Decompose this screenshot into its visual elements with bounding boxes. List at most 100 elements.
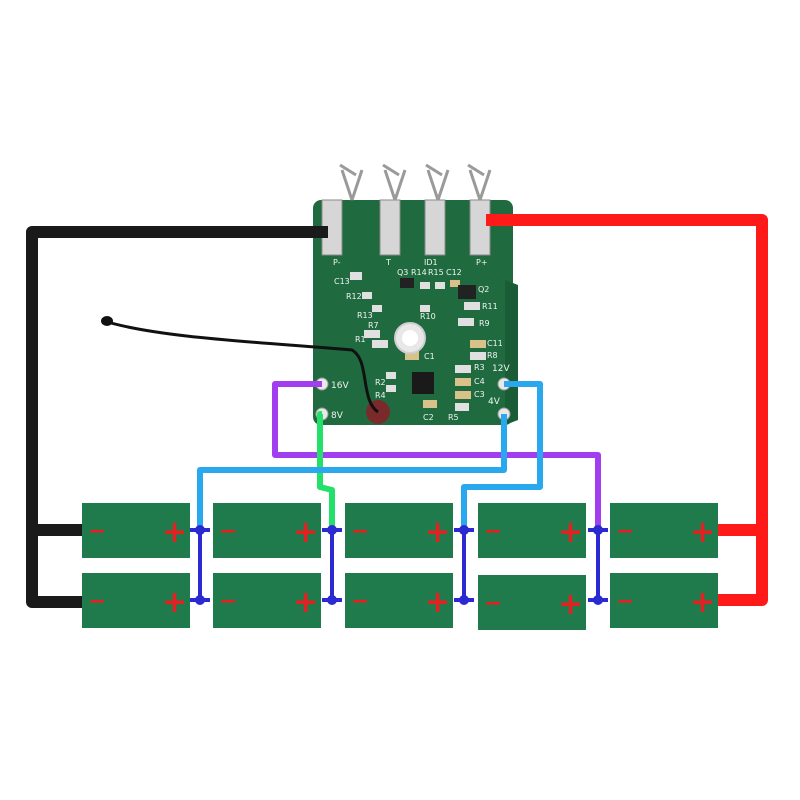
label-r15: R15 (428, 268, 444, 277)
cell-positive-sign: + (558, 515, 583, 550)
cell-negative-sign: − (351, 589, 369, 614)
battery-cell: −+ (345, 573, 453, 628)
cell-body (345, 573, 453, 628)
series-link-node (327, 525, 337, 535)
component-c3 (455, 391, 471, 399)
negative-wire (26, 226, 328, 608)
label-r13: R13 (357, 311, 373, 320)
label-q3: Q3 (397, 268, 408, 277)
label-r11: R11 (482, 302, 498, 311)
battery-cell: −+ (345, 503, 453, 558)
battery-cell: −+ (213, 573, 321, 628)
series-link-node (593, 525, 603, 535)
label-r2: R2 (375, 378, 386, 387)
cell-body (610, 573, 718, 628)
component-q2 (458, 285, 476, 299)
cell-negative-sign: − (484, 519, 502, 544)
component-r7 (364, 330, 380, 338)
cell-positive-sign: + (425, 585, 450, 620)
battery-cell: −+ (82, 503, 190, 558)
component-r11 (464, 302, 480, 310)
cell-positive-sign: + (162, 515, 187, 550)
pad-label-12v: 12V (492, 364, 510, 374)
cell-negative-sign: − (219, 589, 237, 614)
tap-wire-4v (197, 414, 507, 528)
battery-cell: −+ (478, 575, 586, 630)
cell-positive-sign: + (690, 585, 715, 620)
tap-wire-16v (272, 381, 601, 528)
label-c4: C4 (474, 377, 485, 386)
component-q3 (400, 278, 414, 288)
cell-positive-sign: + (425, 515, 450, 550)
component-ic (412, 372, 434, 394)
component-r1 (372, 340, 388, 348)
component-r4 (386, 385, 396, 392)
cell-negative-sign: − (484, 591, 502, 616)
spring-contact-2 (382, 163, 407, 201)
label-r8: R8 (487, 351, 498, 360)
component-r8 (470, 352, 486, 360)
bms-board: P- T ID1 P+ (313, 163, 518, 425)
label-p-plus: P+ (476, 258, 488, 267)
tap-wire-12v (461, 381, 543, 528)
cell-negative-sign: − (219, 519, 237, 544)
cell-negative-sign: − (351, 519, 369, 544)
component-c4 (455, 378, 471, 386)
cell-negative-sign: − (616, 519, 634, 544)
component-c11 (470, 340, 486, 348)
component-r5 (455, 403, 469, 411)
component-labels: Q3 R14 R15 C12 C13 R12 Q2 R11 R13 R10 R9… (334, 268, 503, 422)
series-link-node (593, 595, 603, 605)
cell-body (610, 503, 718, 558)
cell-body (82, 503, 190, 558)
thermistor-wire (103, 319, 379, 414)
cell-positive-sign: + (293, 515, 318, 550)
pad-label-4v: 4V (488, 397, 501, 407)
label-c1: C1 (424, 352, 435, 361)
connector-tab-p-plus (469, 199, 491, 256)
cell-positive-sign: + (558, 587, 583, 622)
battery-cell: −+ (213, 503, 321, 558)
label-r4: R4 (375, 391, 386, 400)
component-r10 (420, 305, 430, 312)
component-c2 (423, 400, 437, 408)
component-c12 (450, 280, 460, 287)
label-r14: R14 (411, 268, 427, 277)
label-c3: C3 (474, 390, 485, 399)
label-c12: C12 (446, 268, 462, 277)
component-r14 (420, 282, 430, 289)
cell-positive-sign: + (293, 585, 318, 620)
component-r12 (362, 292, 372, 299)
label-q2: Q2 (478, 285, 489, 294)
component-c1 (405, 350, 419, 360)
battery-cell: −+ (610, 503, 718, 558)
battery-cell: −+ (478, 503, 586, 558)
pad-label-16v: 16V (331, 381, 349, 391)
series-links (190, 525, 608, 605)
spring-contact-1 (339, 163, 364, 201)
connector-tab-t (379, 199, 401, 256)
cell-body (345, 503, 453, 558)
component-r15 (435, 282, 445, 289)
series-link-node (459, 525, 469, 535)
component-r2 (386, 372, 396, 379)
spring-contact-4 (467, 163, 492, 201)
cell-negative-sign: − (88, 589, 106, 614)
label-p-minus: P- (333, 258, 341, 267)
series-link-node (195, 525, 205, 535)
label-c2: C2 (423, 413, 434, 422)
label-c11: C11 (487, 339, 503, 348)
series-link-node (195, 595, 205, 605)
component-r3 (455, 365, 471, 373)
component-r13 (372, 305, 382, 312)
series-link-node (327, 595, 337, 605)
series-link-node (459, 595, 469, 605)
component-r9 (458, 318, 474, 326)
label-r10: R10 (420, 312, 436, 321)
thermistor-bead (101, 316, 113, 326)
cell-positive-sign: + (690, 515, 715, 550)
cell-negative-sign: − (616, 589, 634, 614)
cell-body (478, 575, 586, 630)
